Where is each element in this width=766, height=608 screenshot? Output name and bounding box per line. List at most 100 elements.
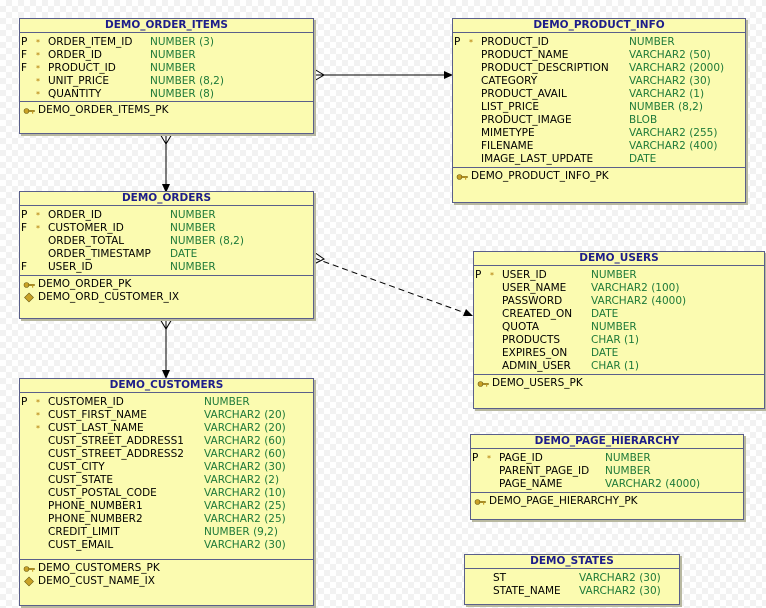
column-name: QUOTA xyxy=(502,321,539,333)
column-type: NUMBER (3) xyxy=(150,36,214,48)
key-row[interactable]: DEMO_ORD_CUSTOMER_IX xyxy=(20,291,313,304)
asterisk-icon: * xyxy=(490,271,494,280)
column-name: PRODUCTS xyxy=(502,334,561,346)
entity-title: DEMO_PRODUCT_INFO xyxy=(453,19,745,33)
column-name: MIMETYPE xyxy=(481,127,535,139)
key-row[interactable]: DEMO_CUST_NAME_IX xyxy=(20,575,313,588)
key-flag: F xyxy=(21,49,28,61)
column-type: NUMBER (8,2) xyxy=(150,75,224,87)
column-type: VARCHAR2 (30) xyxy=(579,572,661,584)
column-name: PAGE_NAME xyxy=(499,478,563,490)
rel-order-items-orders[interactable] xyxy=(159,133,173,193)
column-row[interactable]: MIMETYPE VARCHAR2 (255) xyxy=(453,127,745,140)
rel-orders-customers[interactable] xyxy=(159,318,173,379)
column-type: DATE xyxy=(591,308,619,320)
column-name: CUST_LAST_NAME xyxy=(48,422,144,434)
column-name: PRODUCT_DESCRIPTION xyxy=(481,62,609,74)
rel-orders-users[interactable] xyxy=(313,251,473,316)
key-row[interactable]: DEMO_USERS_PK xyxy=(474,377,764,390)
column-name: PAGE_ID xyxy=(499,452,543,464)
column-type: VARCHAR2 (20) xyxy=(204,422,286,434)
column-type: VARCHAR2 (400) xyxy=(629,140,718,152)
column-name: ORDER_ITEM_ID xyxy=(48,36,133,48)
column-type: VARCHAR2 (10) xyxy=(204,487,286,499)
column-name: PRODUCT_NAME xyxy=(481,49,569,61)
column-name: IMAGE_LAST_UPDATE xyxy=(481,153,594,165)
key-name: DEMO_PAGE_HIERARCHY_PK xyxy=(489,495,638,507)
key-row[interactable]: DEMO_PAGE_HIERARCHY_PK xyxy=(471,495,743,508)
primary-key-icon xyxy=(23,562,35,575)
rel-order-items-product[interactable] xyxy=(313,68,453,82)
column-name: CUST_FIRST_NAME xyxy=(48,409,147,421)
column-name: ORDER_ID xyxy=(48,209,103,221)
column-name: USER_ID xyxy=(48,261,93,273)
column-type: VARCHAR2 (255) xyxy=(629,127,718,139)
key-row[interactable]: DEMO_ORDER_ITEMS_PK xyxy=(20,104,313,117)
column-type: NUMBER xyxy=(170,261,216,273)
divider xyxy=(20,275,313,276)
key-row[interactable]: DEMO_ORDER_PK xyxy=(20,278,313,291)
key-row[interactable]: DEMO_PRODUCT_INFO_PK xyxy=(453,170,745,183)
asterisk-icon: * xyxy=(36,411,40,420)
column-type: NUMBER xyxy=(629,36,675,48)
key-list: DEMO_PRODUCT_INFO_PK xyxy=(453,168,745,185)
column-type: VARCHAR2 (4000) xyxy=(591,295,687,307)
key-row[interactable]: DEMO_CUSTOMERS_PK xyxy=(20,562,313,575)
column-type: NUMBER (8,2) xyxy=(629,101,703,113)
column-name: CUST_STREET_ADDRESS2 xyxy=(48,448,184,460)
